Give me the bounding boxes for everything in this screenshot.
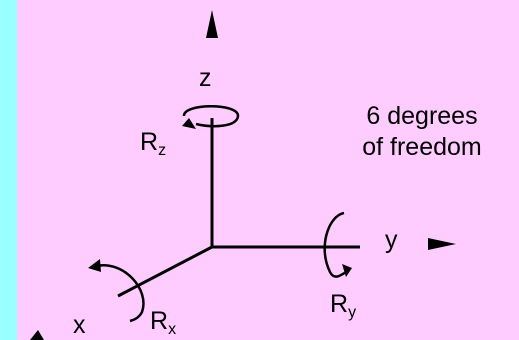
ry-label: Ry	[330, 290, 356, 321]
rz-label-subscript: z	[158, 142, 167, 159]
z-arrowhead	[206, 10, 218, 38]
rx-rotation-arc	[95, 263, 145, 323]
rz-rotation-arc	[182, 105, 240, 128]
caption-line-2: of freedom	[362, 133, 482, 161]
rz-label: Rz	[140, 128, 166, 159]
rx-label-subscript: x	[168, 321, 177, 338]
ry-label-base: R	[330, 290, 349, 318]
caption: 6 degrees of freedom	[322, 101, 519, 163]
rx-label: Rx	[150, 307, 176, 338]
rz-rotation-arrowhead	[182, 118, 196, 129]
z-axis-label: z	[199, 64, 212, 92]
rx-rotation-arrowhead	[88, 259, 101, 272]
x-axis-label: x	[73, 311, 86, 339]
x-axis-line	[117, 245, 213, 298]
ry-rotation-arc	[323, 211, 347, 278]
rz-label-base: R	[140, 128, 159, 156]
y-arrowhead	[428, 238, 456, 250]
y-axis-label: y	[385, 226, 398, 254]
caption-line-1: 6 degrees	[366, 102, 478, 130]
left-color-strip	[0, 0, 17, 340]
rx-label-base: R	[150, 307, 169, 335]
x-arrowhead	[30, 330, 44, 340]
ry-label-subscript: y	[348, 304, 357, 321]
ry-rotation-arrowhead	[342, 264, 352, 277]
